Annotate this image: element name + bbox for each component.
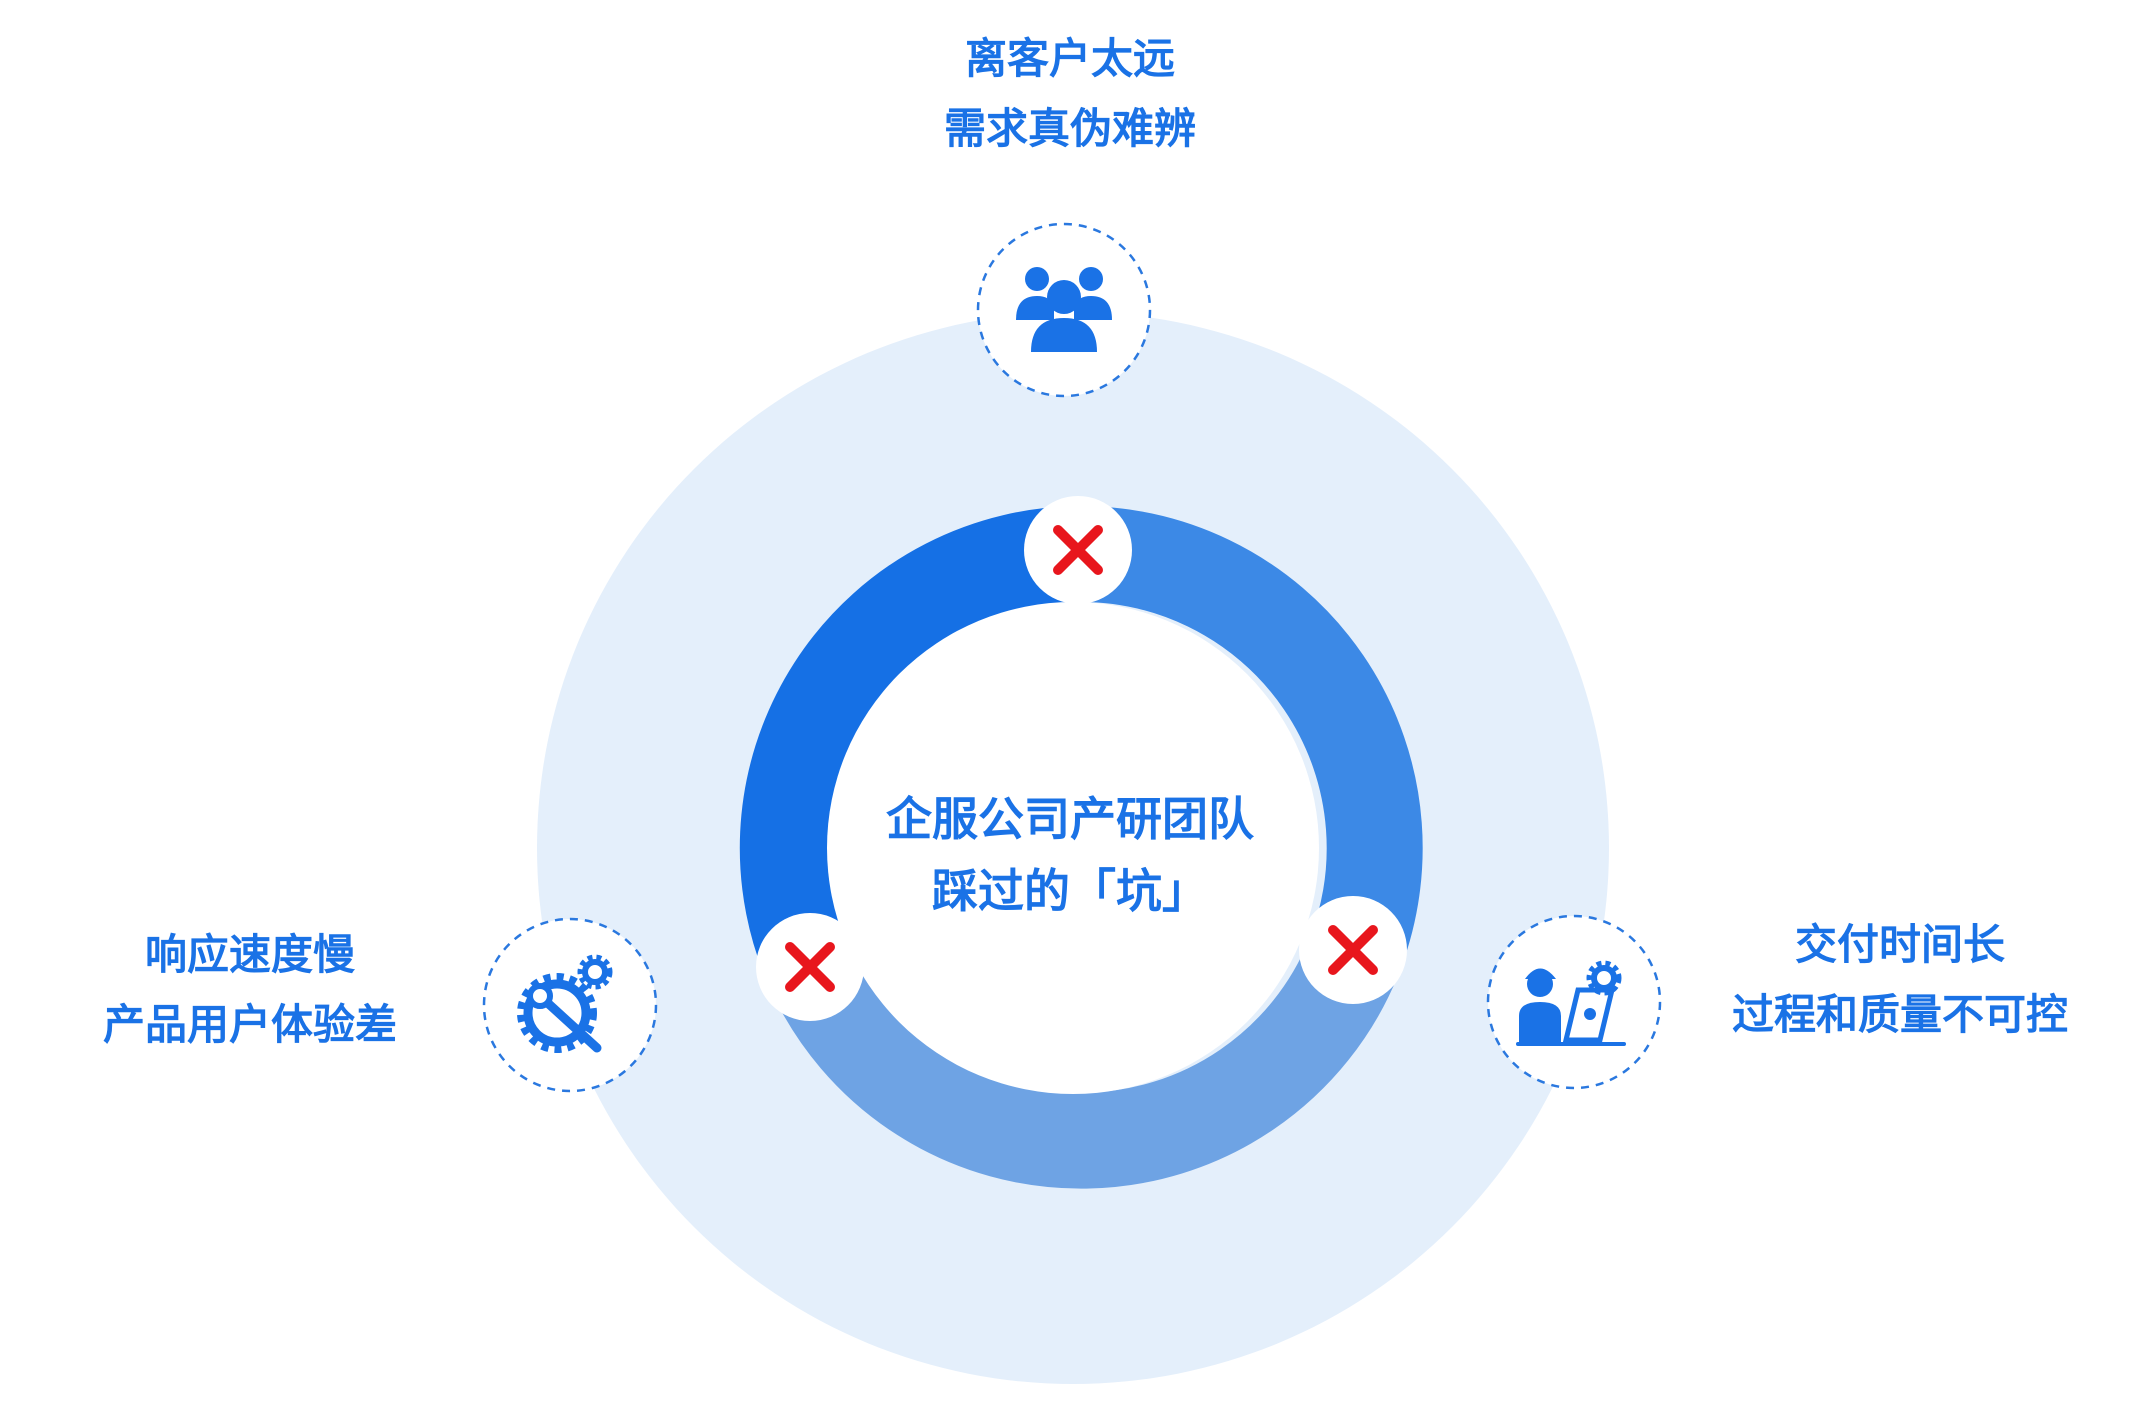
pain-point-top-label: 离客户太远 需求真伪难辨 [830,24,1310,164]
ring-segment-top-left [739,506,1080,986]
cross-marker-right [1299,896,1407,1004]
red-cross-icon [1328,925,1378,975]
pain-point-left-line1: 响应速度慢 [144,930,355,979]
pain-point-right-line1: 交付时间长 [1794,920,2005,969]
center-title-line2: 踩过的「坑」 [932,864,1208,918]
pain-point-top-line2: 需求真伪难辨 [943,104,1196,153]
cross-marker-left [756,913,864,1021]
pain-point-right-label: 交付时间长 过程和质量不可控 [1660,910,2140,1050]
pain-point-left-label: 响应速度慢 产品用户体验差 [20,920,480,1060]
red-cross-icon [785,942,835,992]
pain-point-top-line1: 离客户太远 [964,34,1175,83]
icon-bubble-right [1486,914,1662,1090]
gear-wrench-icon [517,954,613,1053]
center-disk [827,602,1319,1094]
red-cross-icon [1053,525,1103,575]
ring-segment-right [1077,505,1423,977]
icon-bubble-top [976,222,1152,398]
engineer-laptop-icon [1516,960,1626,1046]
ring-segment-bottom [768,939,1398,1189]
team-icon [1016,267,1112,352]
center-ring [739,505,1423,1189]
center-title-line1: 企服公司产研团队 [886,792,1254,846]
icon-bubble-left [482,917,658,1093]
pain-point-right-line2: 过程和质量不可控 [1731,990,2068,1039]
pain-point-left-line2: 产品用户体验差 [102,1000,397,1049]
cross-marker-top [1024,496,1132,604]
center-title: 企服公司产研团队 踩过的「坑」 [770,783,1370,927]
